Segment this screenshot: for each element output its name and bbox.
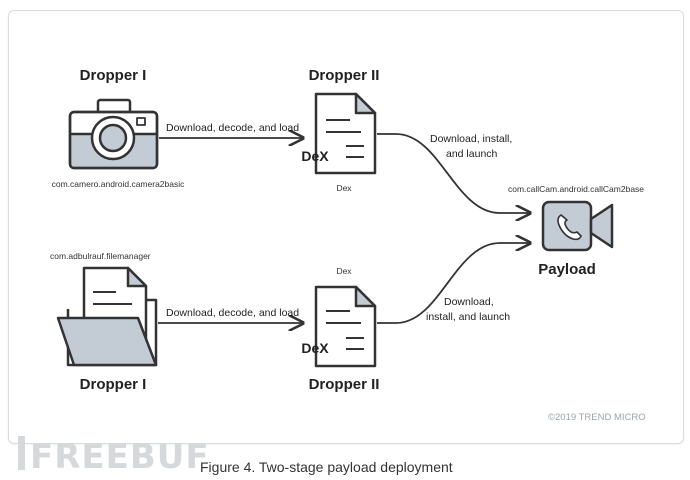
edge-bottom-download-label: Download, decode, and load	[166, 307, 300, 319]
figure-caption: Figure 4. Two-stage payload deployment	[200, 459, 453, 475]
payload-package: com.callCam.android.callCam2base	[507, 184, 645, 194]
dropper1-top-package: com.camero.android.camera2basic	[51, 179, 185, 189]
dex-file-icon-top	[314, 92, 377, 175]
edge-bottom-install-line1: Download,	[444, 296, 494, 308]
arrow-bottom-install	[377, 243, 530, 324]
dropper1-bottom-title: Dropper I	[79, 376, 147, 393]
dex-file-icon-bottom	[314, 285, 377, 368]
dropper1-bottom-package: com.adbulrauf.filemanager	[50, 251, 151, 261]
dropper2-bottom-title: Dropper II	[308, 376, 380, 393]
svg-text:FREEBUF: FREEBUF	[30, 437, 210, 474]
edge-top-install-line2: and launch	[446, 148, 498, 160]
edge-top-install-line1: Download, install,	[430, 133, 513, 145]
edge-bottom-install-line2: install, and launch	[426, 311, 511, 323]
dex-top-file-label: DeX	[301, 148, 329, 164]
dropper1-top-title: Dropper I	[79, 67, 147, 84]
dex-top-caption: Dex	[336, 183, 352, 193]
dex-bottom-file-label: DeX	[301, 340, 329, 356]
freebuf-watermark-logo: FREEBUF	[18, 436, 210, 474]
dropper2-top-title: Dropper II	[308, 67, 380, 84]
edge-top-download-label: Download, decode, and load	[166, 122, 300, 134]
copyright-text: ©2019 TREND MICRO	[548, 412, 646, 423]
arrow-top-install	[377, 133, 530, 213]
dex-bottom-caption: Dex	[336, 266, 352, 276]
camera-icon	[68, 98, 159, 170]
video-call-icon	[541, 200, 614, 252]
folder-icon	[56, 266, 158, 367]
payload-title: Payload	[538, 261, 596, 278]
